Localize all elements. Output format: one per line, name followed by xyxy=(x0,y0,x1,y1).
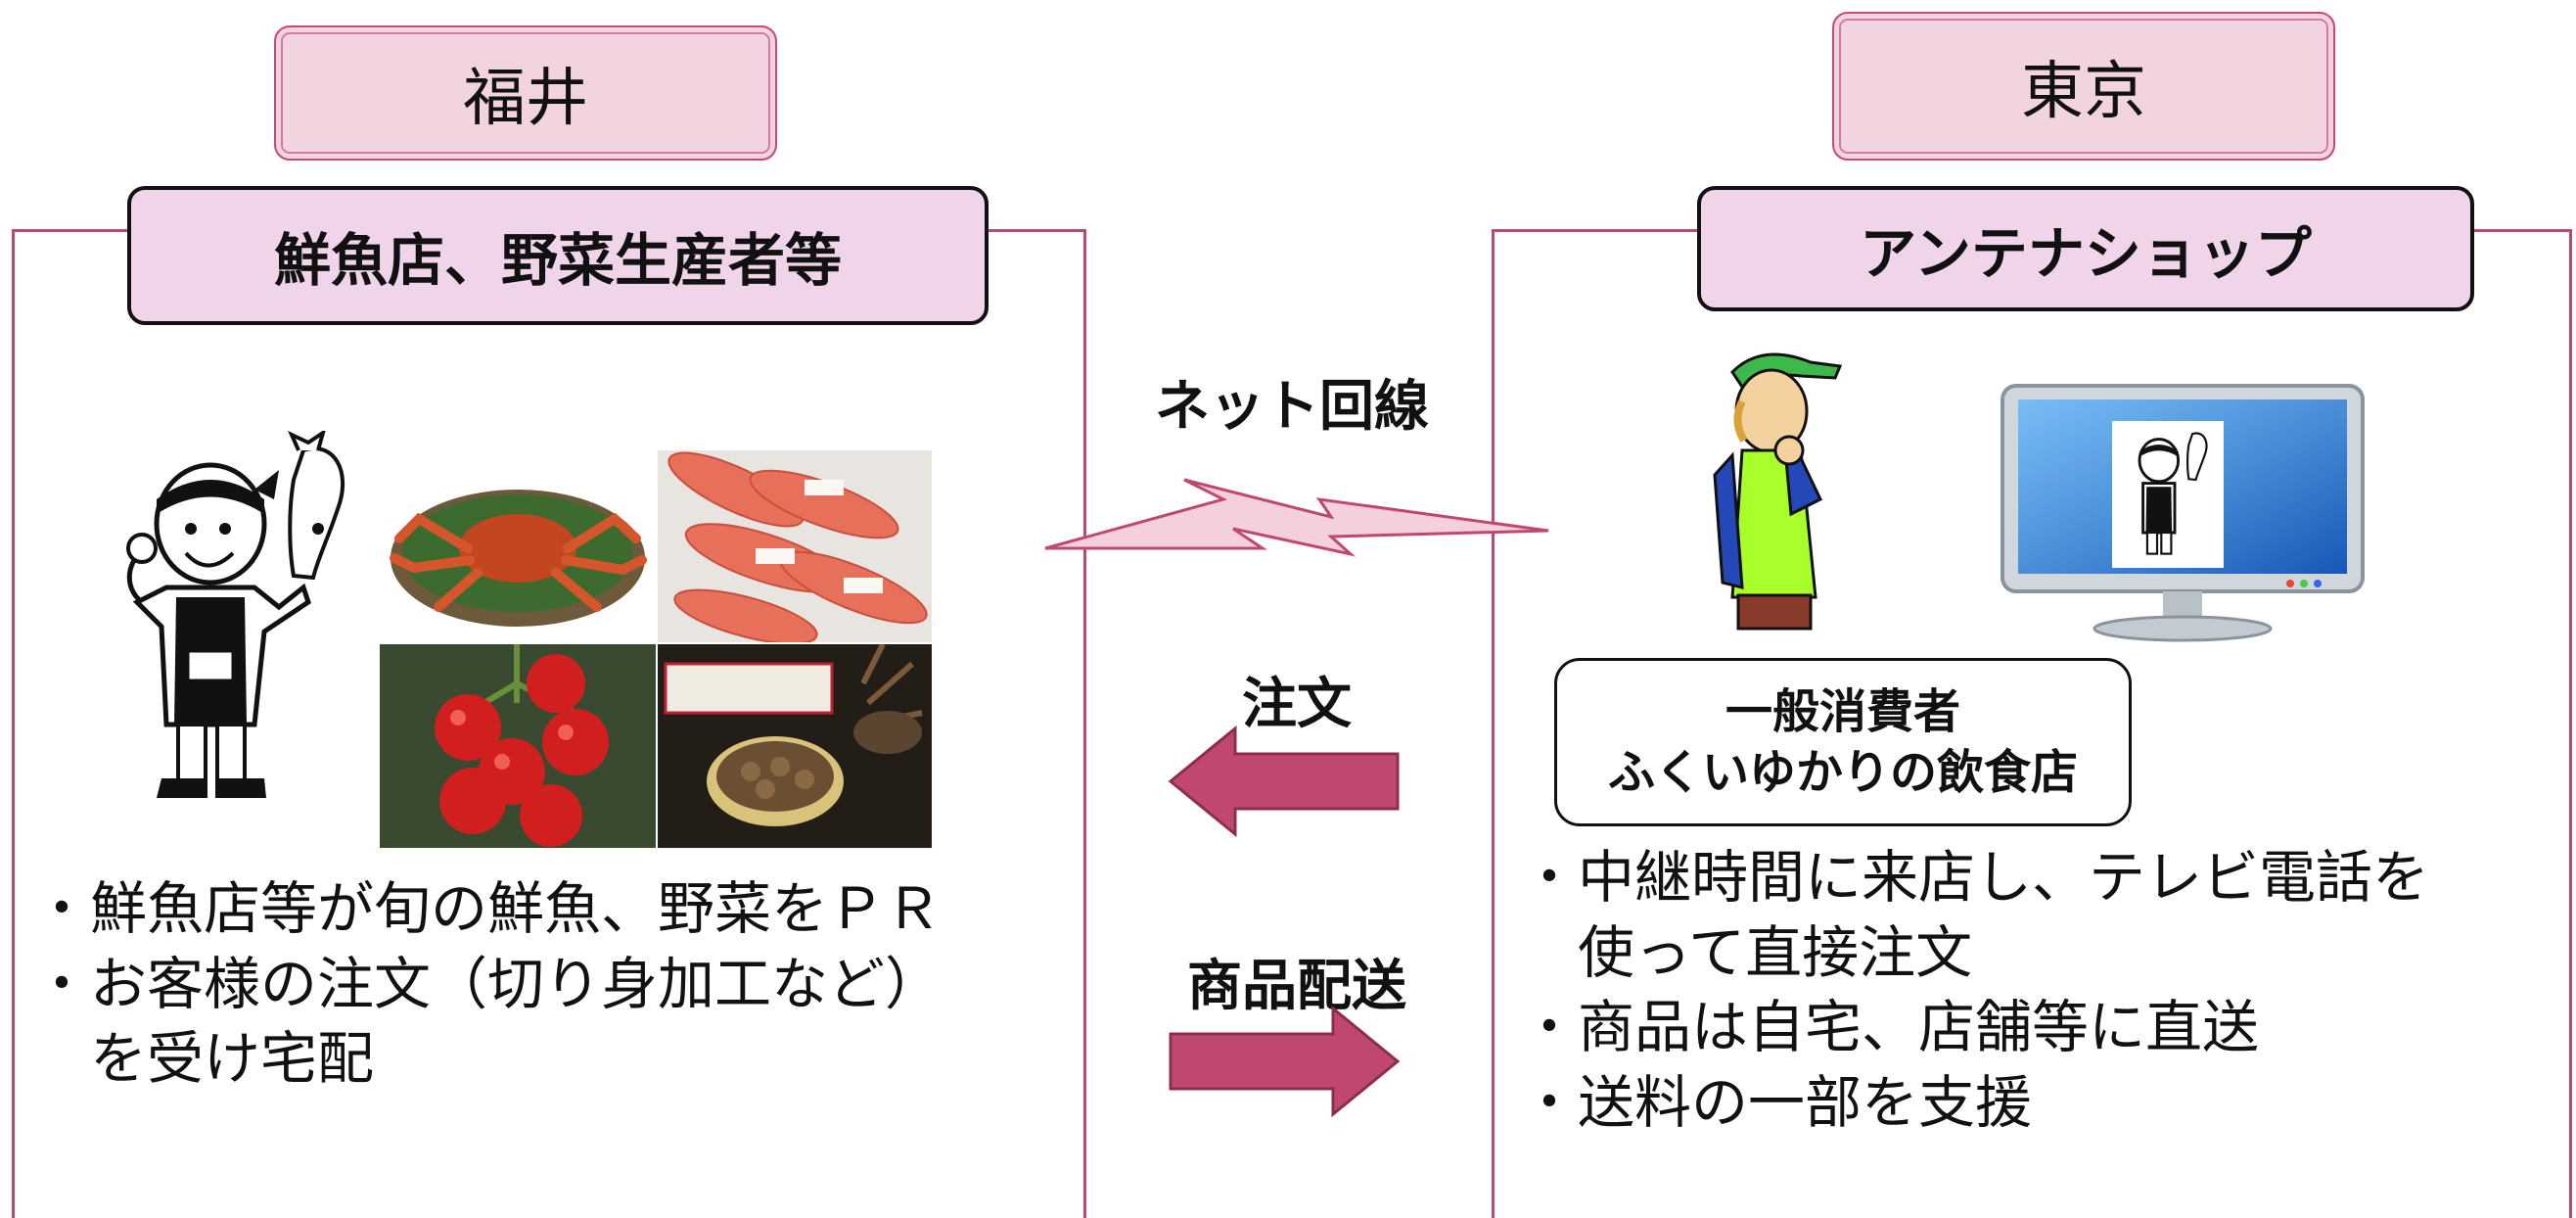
tokyo-bullet-1-line-2: 使って直接注文 xyxy=(1578,918,1973,986)
order-label: 注文 xyxy=(1242,673,1352,736)
fukui-bullet-2: お客様の注文（切り身加工など） を受け宅配 xyxy=(33,947,1077,1097)
crab-photo xyxy=(380,450,656,642)
taro-photo xyxy=(658,644,932,848)
fukui-actor-text: 鮮魚店、野菜生産者等 xyxy=(273,227,842,294)
lightning-bolt-icon xyxy=(1044,478,1549,557)
network-label: ネット回線 xyxy=(1155,375,1429,439)
tokyo-bullet-1: 中継時間に来店し、テレビ電話を 使って直接注文 xyxy=(1521,840,2564,990)
tokyo-bullet-2: 商品は自宅、店舗等に直送 xyxy=(1521,990,2564,1065)
tomato-photo xyxy=(380,644,656,848)
delivery-arrow-right-icon xyxy=(1169,1005,1401,1118)
delivery-label: 商品配送 xyxy=(1187,955,1406,1018)
order-arrow-left-icon xyxy=(1168,725,1400,838)
tv-monitor-illustration xyxy=(2001,384,2365,642)
tokyo-actor-label: アンテナショップ xyxy=(1697,186,2474,311)
fishmonger-illustration xyxy=(126,431,345,798)
consumer-line-1: 一般消費者 xyxy=(1725,683,1960,739)
fukui-bullet-1: 鮮魚店等が旬の鮮魚、野菜をＰＲ xyxy=(33,871,1077,947)
tokyo-bullet-list: 中継時間に来店し、テレビ電話を 使って直接注文 商品は自宅、店舗等に直送 送料の… xyxy=(1521,840,2564,1141)
consumer-box: 一般消費者 ふくいゆかりの飲食店 xyxy=(1554,658,2132,826)
fukui-location-text: 福井 xyxy=(463,63,588,135)
tokyo-actor-text: アンテナショップ xyxy=(1860,220,2312,287)
consumer-person-illustration xyxy=(1713,352,1843,631)
tokyo-bullet-3: 送料の一部を支援 xyxy=(1521,1065,2564,1141)
held-fish-icon xyxy=(288,431,345,581)
fish-photo xyxy=(658,450,932,642)
fukui-bullet-2-line-1: お客様の注文（切り身加工など） xyxy=(90,950,943,1017)
fukui-bullet-2-line-2: を受け宅配 xyxy=(90,1025,375,1093)
fukui-actor-label: 鮮魚店、野菜生産者等 xyxy=(127,186,989,325)
tokyo-bullet-1-line-1: 中継時間に来店し、テレビ電話を xyxy=(1578,844,2430,911)
fukui-bullet-list: 鮮魚店等が旬の鮮魚、野菜をＰＲ お客様の注文（切り身加工など） を受け宅配 xyxy=(33,871,1077,1097)
tokyo-location-label: 東京 xyxy=(1832,12,2335,161)
consumer-line-2: ふくいゆかりの飲食店 xyxy=(1607,745,2078,800)
tokyo-location-text: 東京 xyxy=(2021,56,2146,128)
fukui-location-label: 福井 xyxy=(274,25,777,161)
